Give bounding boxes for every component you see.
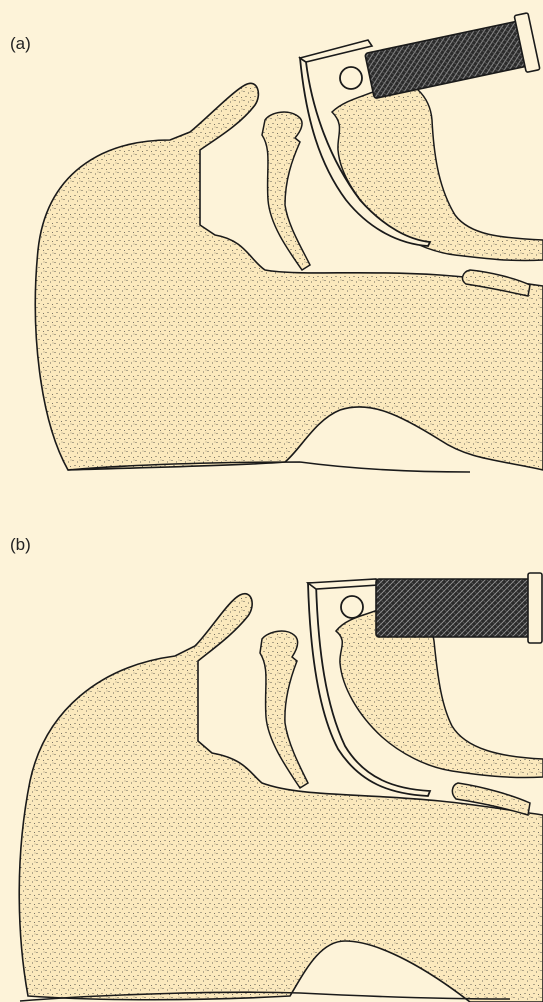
head-cross-section-a: [0, 0, 543, 501]
epiglottis: [260, 631, 308, 788]
laryngoscope-handle: [376, 573, 542, 643]
tongue: [332, 80, 543, 261]
panel-a: (a): [0, 0, 543, 501]
bulb: [340, 67, 362, 89]
head-cross-section-b: [0, 501, 543, 1002]
epiglottis: [262, 112, 310, 270]
bulb: [341, 596, 363, 618]
blade-flange: [300, 40, 372, 62]
blade-flange: [308, 579, 378, 589]
laryngoscope-handle: [364, 13, 540, 105]
panel-b: (b): [0, 501, 543, 1002]
